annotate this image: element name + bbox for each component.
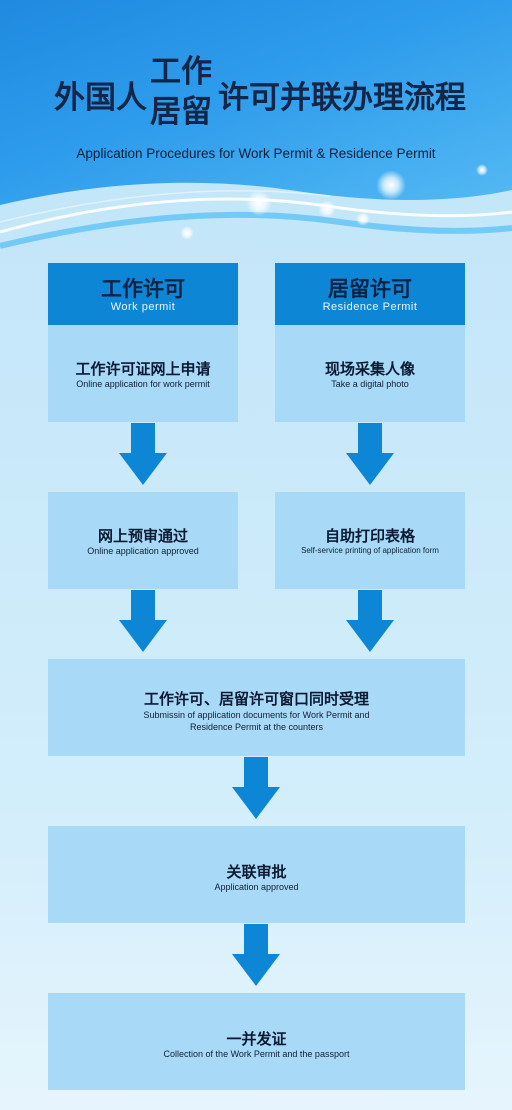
- residence-permit-subtitle: Residence Permit: [322, 301, 418, 313]
- page-subtitle: Application Procedures for Work Permit &…: [76, 146, 436, 161]
- step-title: 关联审批: [226, 863, 287, 881]
- step-subtitle: Online application approved: [87, 546, 199, 556]
- down-arrow-icon: [346, 590, 394, 652]
- sparkle-icon: [356, 212, 370, 226]
- down-arrow-icon: [232, 924, 280, 986]
- step-title: 工作许可、居留许可窗口同时受理: [143, 690, 369, 708]
- step-subtitle-line1: Submissin of application documents for W…: [143, 710, 370, 720]
- work-permit-title: 工作许可: [101, 277, 185, 301]
- down-arrow-icon: [346, 423, 394, 485]
- title-stack-bottom: 居留: [150, 94, 212, 130]
- step-title: 工作许可证网上申请: [75, 360, 211, 378]
- down-arrow-icon: [119, 423, 167, 485]
- title-prefix: 外国人: [54, 80, 147, 116]
- step-title: 网上预审通过: [97, 527, 188, 545]
- wave-decoration: [0, 182, 512, 250]
- step-joint-approved: 关联审批 Application approved: [48, 826, 465, 923]
- down-arrow-icon: [232, 757, 280, 819]
- step-subtitle: Self-service printing of application for…: [301, 546, 439, 555]
- step-title: 自助打印表格: [324, 527, 415, 545]
- sparkle-icon: [246, 190, 272, 216]
- step-title: 现场采集人像: [324, 360, 415, 378]
- header-banner: 外国人 工作 居留 许可并联办理流程 Application Procedure…: [0, 0, 512, 250]
- sparkle-icon: [476, 164, 488, 176]
- step-subtitle: Online application for work permit: [76, 379, 210, 389]
- residence-permit-title: 居留许可: [328, 277, 412, 301]
- title-suffix: 许可并联办理流程: [218, 80, 466, 116]
- title-stack-top: 工作: [150, 54, 212, 90]
- step-work-online-apply: 工作许可证网上申请 Online application for work pe…: [48, 325, 238, 422]
- down-arrow-icon: [119, 590, 167, 652]
- step-collection: 一并发证 Collection of the Work Permit and t…: [48, 993, 465, 1090]
- step-title: 一并发证: [226, 1030, 287, 1048]
- step-subtitle-line2: Residence Permit at the counters: [189, 722, 324, 732]
- work-permit-header: 工作许可 Work permit: [48, 263, 238, 325]
- step-residence-print: 自助打印表格 Self-service printing of applicat…: [275, 492, 465, 589]
- sparkle-icon: [376, 170, 406, 200]
- residence-permit-header: 居留许可 Residence Permit: [275, 263, 465, 325]
- sparkle-icon: [318, 200, 336, 218]
- sparkle-icon: [180, 226, 194, 240]
- step-residence-photo: 现场采集人像 Take a digital photo: [275, 325, 465, 422]
- step-work-approved: 网上预审通过 Online application approved: [48, 492, 238, 589]
- page-title: 外国人 工作 居留 许可并联办理流程: [0, 42, 512, 138]
- step-joint-submit: 工作许可、居留许可窗口同时受理 Submissin of application…: [48, 659, 465, 756]
- work-permit-subtitle: Work permit: [110, 301, 176, 313]
- step-subtitle: Collection of the Work Permit and the pa…: [163, 1049, 350, 1059]
- step-subtitle: Application approved: [214, 882, 299, 892]
- step-subtitle: Take a digital photo: [331, 379, 409, 389]
